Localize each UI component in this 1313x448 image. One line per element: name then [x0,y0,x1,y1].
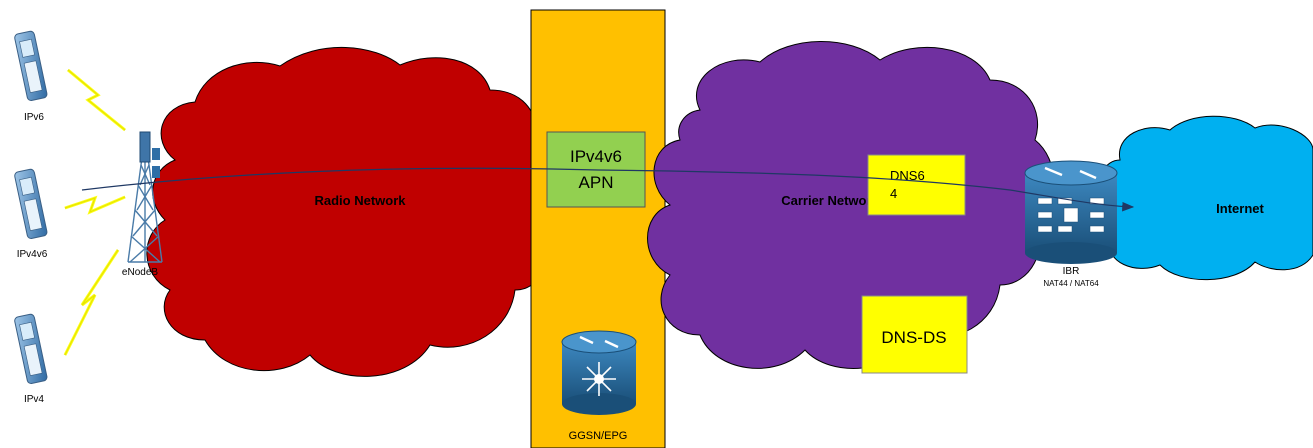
internet-cloud: Internet [1093,115,1313,281]
enodeb-tower: eNodeB [122,131,163,278]
carrier-network-label: Carrier Network [781,193,879,208]
dns-ds-label: DNS-DS [881,328,946,347]
ggsn-epg-label: GGSN/EPG [569,430,628,442]
apn-line2: APN [579,173,614,192]
carrier-network-cloud: Carrier Network [647,41,1055,369]
dns64-box: DNS6 4 [867,154,966,216]
apn-line1: IPv4v6 [570,147,622,166]
dns-ds-box-rect [861,295,968,374]
ibr-router: IBR NAT44 / NAT64 [1024,160,1118,288]
radio-network-cloud: Radio Network [146,47,555,377]
dns64-box-rect [867,154,966,216]
ggsn-router [561,330,637,415]
device-ipv6 [14,30,48,102]
dns64-line2: 4 [890,186,897,201]
radio-network-cloud-shape [146,47,555,377]
enodeb-label: eNodeB [122,267,158,278]
ibr-sublabel: NAT44 / NAT64 [1043,279,1099,288]
device-ipv4v6 [14,168,48,240]
connection-arrow [81,167,1135,212]
device-ipv4v6-label: IPv4v6 [17,249,48,260]
device-ipv4-label: IPv4 [24,394,44,405]
device-ipv6-label: IPv6 [24,112,44,123]
device-ipv4 [14,313,48,385]
carrier-network-cloud-shape [647,41,1055,369]
internet-cloud-shape [1093,115,1313,281]
internet-label: Internet [1216,201,1264,216]
dns-ds-box: DNS-DS [861,295,968,374]
router-icon [1024,160,1118,264]
radio-network-label: Radio Network [314,193,406,208]
router-icon [561,330,637,415]
wireless-links [63,68,126,356]
ibr-label: IBR [1063,266,1080,277]
